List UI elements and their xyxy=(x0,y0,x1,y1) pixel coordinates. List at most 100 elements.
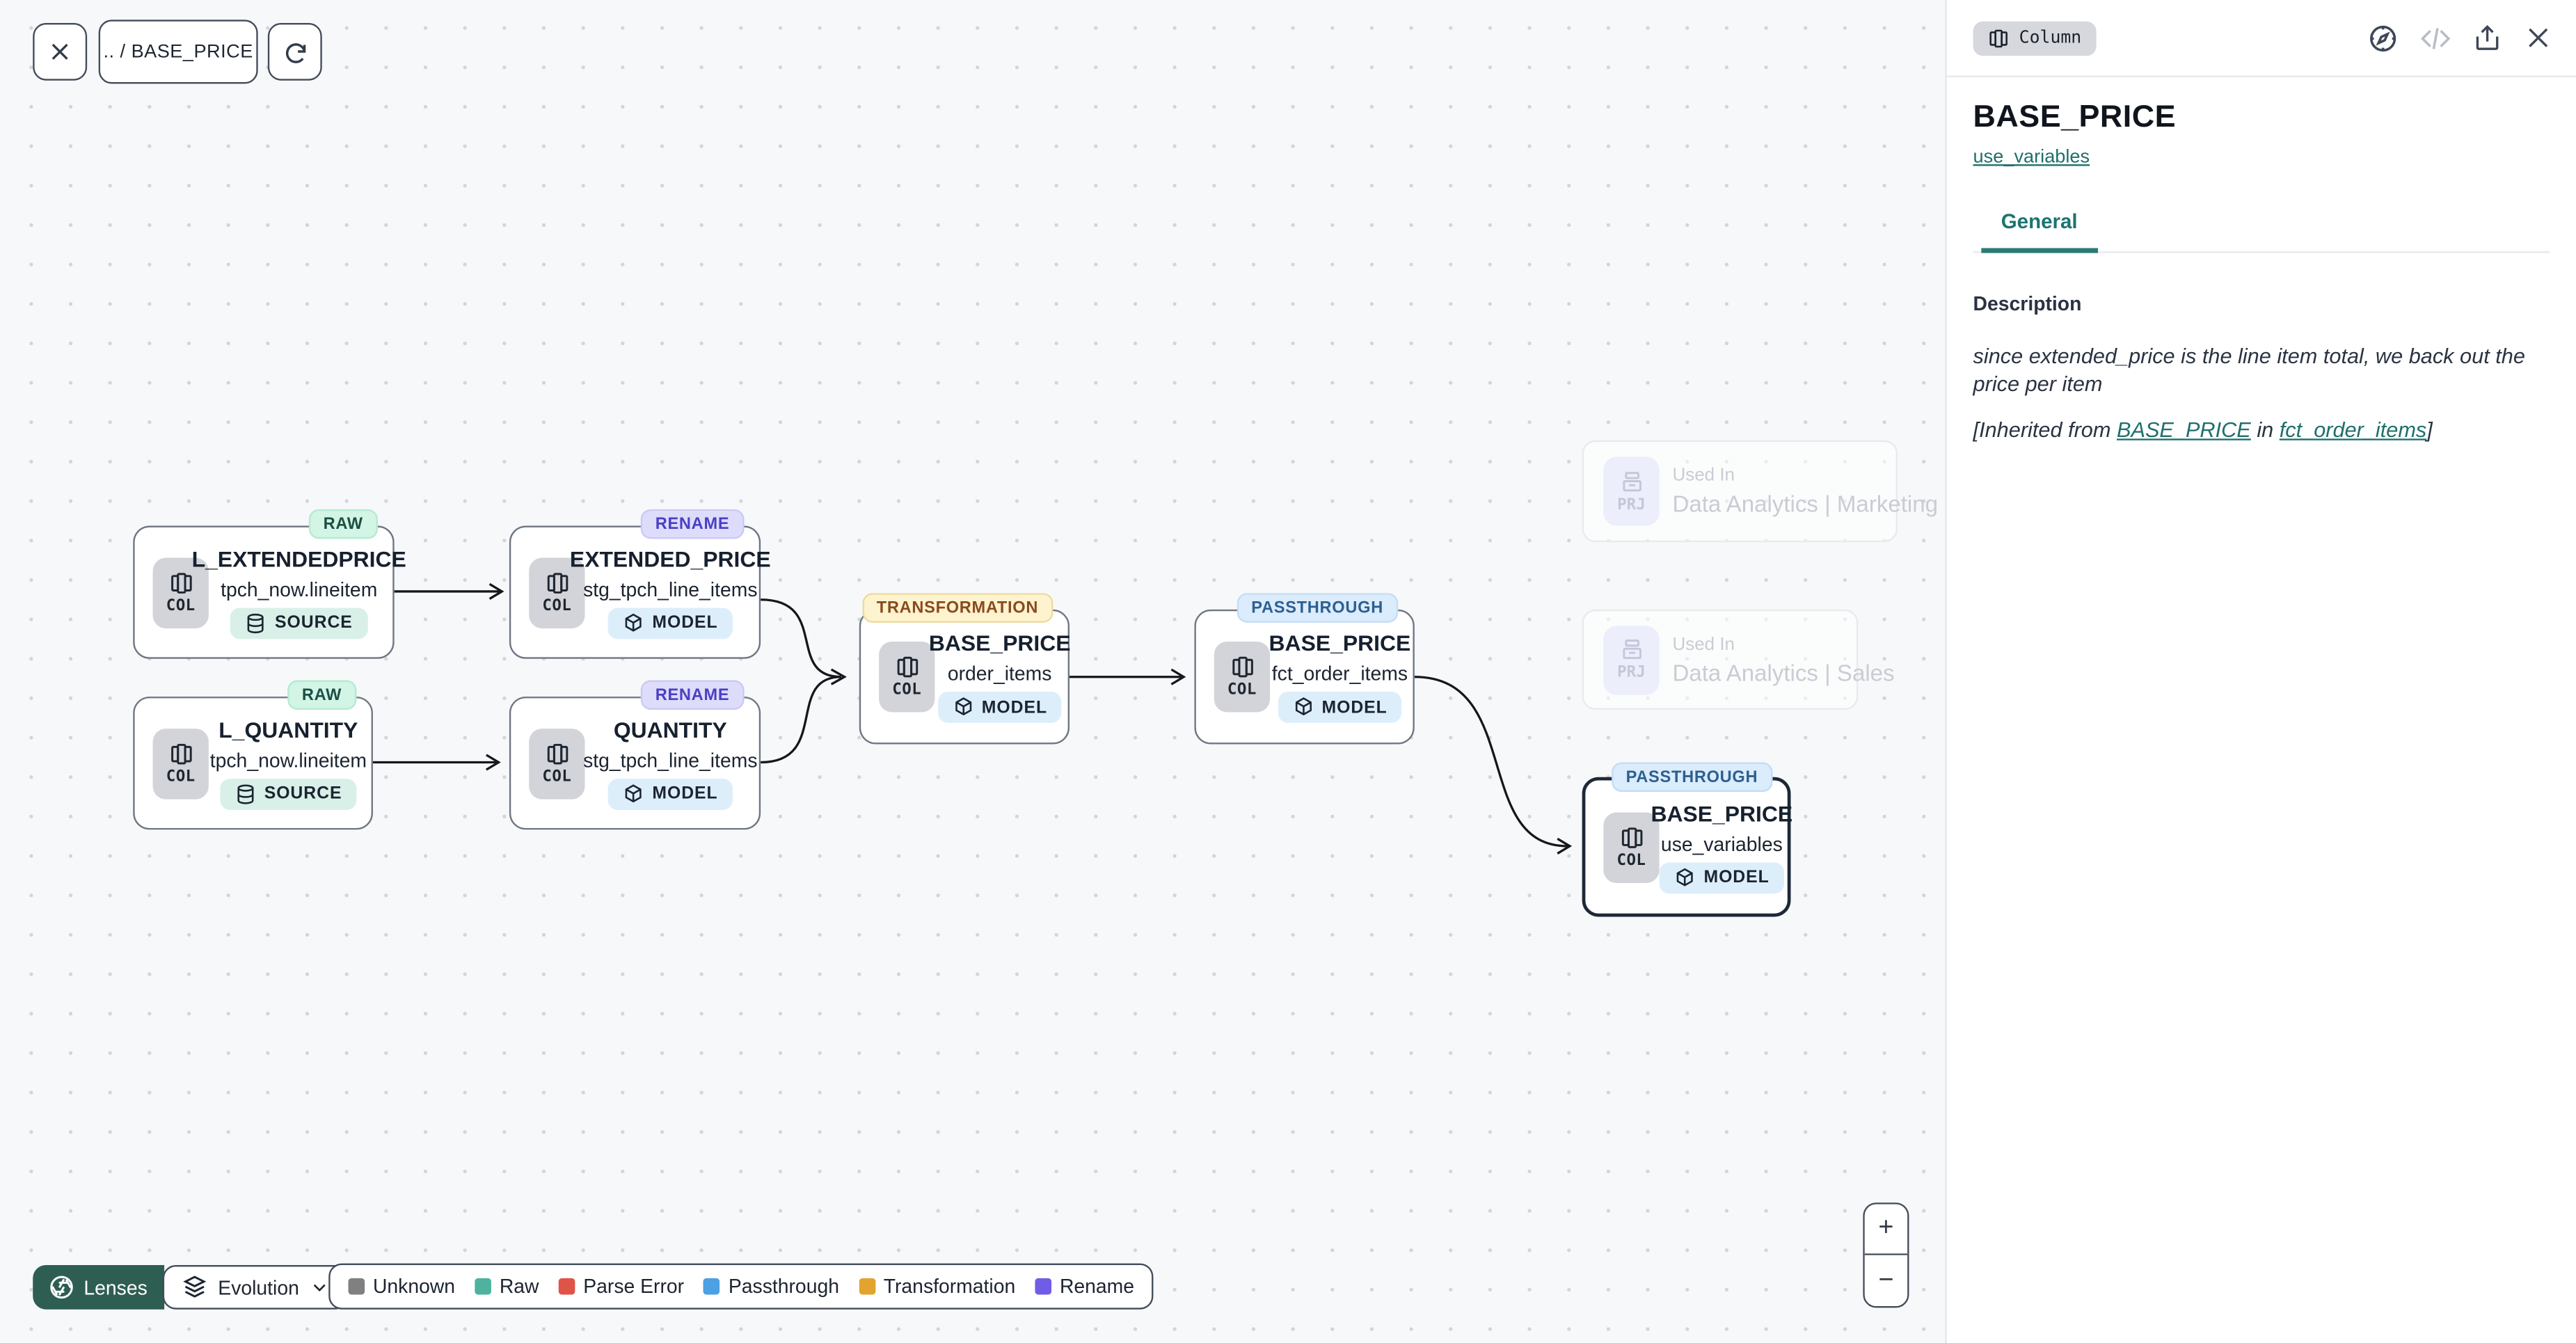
column-chip: COL xyxy=(152,727,209,799)
arrowhead xyxy=(1170,668,1186,685)
x-icon xyxy=(51,43,68,60)
node-subtitle: fct_order_items xyxy=(1271,662,1408,685)
node-base-price-order-items[interactable]: TRANSFORMATION COL BASE_PRICE order_item… xyxy=(859,593,1071,745)
lens-select[interactable]: Evolution xyxy=(162,1264,349,1310)
status-badge: RAW xyxy=(308,509,379,539)
type-label: MODEL xyxy=(652,612,718,633)
tab-bar: General xyxy=(1973,210,2550,253)
breadcrumb[interactable]: .. / BASE_PRICE xyxy=(98,19,258,84)
model-cube-icon xyxy=(1676,867,1693,886)
database-icon xyxy=(237,784,254,804)
aperture-icon xyxy=(50,1276,73,1299)
column-icon xyxy=(896,656,918,678)
arrowhead xyxy=(1557,837,1573,855)
column-chip: COL xyxy=(1603,811,1660,882)
ghost-kind-label: PRJ xyxy=(1617,495,1646,514)
node-title: L_EXTENDEDPRICE xyxy=(191,546,406,571)
lenses-button[interactable]: Lenses xyxy=(33,1264,164,1310)
status-badge: PASSTHROUGH xyxy=(1611,762,1773,793)
legend-swatch xyxy=(1035,1278,1052,1295)
used-in-label: Used In xyxy=(1672,466,1735,486)
status-badge: RENAME xyxy=(640,509,745,539)
database-icon xyxy=(248,612,264,633)
inherited-column-link[interactable]: BASE_PRICE xyxy=(2117,417,2251,442)
zoom-in-glyph: + xyxy=(1878,1214,1894,1242)
legend-label: Transformation xyxy=(883,1275,1016,1298)
model-cube-icon xyxy=(625,612,642,631)
legend-swatch xyxy=(475,1278,492,1295)
close-graph-button[interactable] xyxy=(33,23,88,81)
panel-title: BASE_PRICE xyxy=(1973,100,2176,135)
node-quantity[interactable]: RENAME COL QUANTITY stg_tpch_line_items … xyxy=(509,680,761,830)
zoom-controls: + − xyxy=(1863,1202,1909,1308)
chevron-down-icon xyxy=(313,1284,326,1292)
column-icon xyxy=(170,742,191,764)
edges-layer xyxy=(372,582,1573,855)
column-chip: COL xyxy=(529,557,585,628)
ghost-node-marketing[interactable]: PRJ Used In Data Analytics | Marketing xyxy=(1582,440,1938,543)
node-subtitle: use_variables xyxy=(1660,832,1783,855)
node-title: L_QUANTITY xyxy=(218,717,358,742)
close-panel-icon[interactable] xyxy=(2523,23,2552,52)
refresh-button[interactable] xyxy=(267,23,322,81)
model-link[interactable]: use_variables xyxy=(1973,148,2090,168)
type-chip: MODEL xyxy=(1659,861,1784,893)
column-chip-label: COL xyxy=(166,596,196,615)
node-subtitle: order_items xyxy=(947,662,1052,685)
zoom-in-button[interactable]: + xyxy=(1864,1204,1908,1255)
type-chip: MODEL xyxy=(937,691,1063,723)
code-icon xyxy=(2420,27,2451,49)
node-base-price-fct-order-items[interactable]: PASSTHROUGH COL BASE_PRICE fct_order_ite… xyxy=(1194,593,1415,745)
node-title: BASE_PRICE xyxy=(1651,800,1793,826)
ghost-kind-label: PRJ xyxy=(1617,663,1646,682)
zoom-out-glyph: − xyxy=(1878,1266,1894,1294)
used-in-name: Data Analytics | Sales xyxy=(1672,658,1895,685)
inherited-suffix: ] xyxy=(2426,417,2433,442)
layers-icon xyxy=(182,1276,206,1298)
column-chip-label: COL xyxy=(542,767,572,786)
legend-label: Rename xyxy=(1059,1275,1135,1298)
project-chip: PRJ xyxy=(1603,625,1660,694)
column-chip-label: COL xyxy=(1616,850,1646,869)
model-cube-icon xyxy=(955,697,971,716)
entity-type-badge: Column xyxy=(1973,20,2097,56)
compass-icon[interactable] xyxy=(2367,22,2399,54)
status-badge: RENAME xyxy=(640,680,745,710)
type-label: SOURCE xyxy=(275,612,353,633)
ghost-node-sales[interactable]: PRJ Used In Data Analytics | Sales xyxy=(1582,609,1895,710)
legend-swatch xyxy=(348,1278,365,1295)
edge xyxy=(761,676,841,764)
column-icon xyxy=(1989,29,2007,47)
arrowhead xyxy=(486,754,501,771)
node-base-price-use-variables[interactable]: PASSTHROUGH COL BASE_PRICE use_variables… xyxy=(1582,762,1793,917)
inherited-model-link[interactable]: fct_order_items xyxy=(2279,417,2427,442)
node-extended-price[interactable]: RENAME COL EXTENDED_PRICE stg_tpch_line_… xyxy=(509,509,771,659)
node-subtitle: tpch_now.lineitem xyxy=(221,577,378,601)
project-icon xyxy=(1622,639,1641,660)
type-label: SOURCE xyxy=(264,784,342,804)
column-icon xyxy=(546,572,568,593)
share-icon[interactable] xyxy=(2472,23,2502,52)
type-label: MODEL xyxy=(1321,697,1388,717)
node-l-extendedprice[interactable]: RAW COL L_EXTENDEDPRICE tpch_now.lineite… xyxy=(133,509,406,659)
type-chip: SOURCE xyxy=(230,607,368,639)
type-label: MODEL xyxy=(1703,867,1770,887)
lineage-canvas[interactable]: PRJ Used In Data Analytics | Marketing P… xyxy=(0,0,1946,1343)
lenses-label: Lenses xyxy=(84,1276,148,1299)
legend-item: Transformation xyxy=(859,1275,1015,1298)
entity-type-label: Column xyxy=(2019,28,2082,48)
legend-swatch xyxy=(703,1278,721,1295)
node-l-quantity[interactable]: RAW COL L_QUANTITY tpch_now.lineitem SOU… xyxy=(133,680,373,830)
lens-selected-label: Evolution xyxy=(218,1276,299,1299)
zoom-out-button[interactable]: − xyxy=(1864,1255,1908,1306)
project-icon xyxy=(1622,471,1641,491)
tab-general[interactable]: General xyxy=(1981,210,2097,253)
legend-item: Rename xyxy=(1035,1275,1135,1298)
column-chip-label: COL xyxy=(542,596,572,615)
used-in-name: Data Analytics | Marketing xyxy=(1672,490,1939,517)
panel-body: BASE_PRICE use_variables General Descrip… xyxy=(1947,77,2576,442)
type-chip: MODEL xyxy=(607,777,733,809)
type-chip: MODEL xyxy=(607,607,733,639)
